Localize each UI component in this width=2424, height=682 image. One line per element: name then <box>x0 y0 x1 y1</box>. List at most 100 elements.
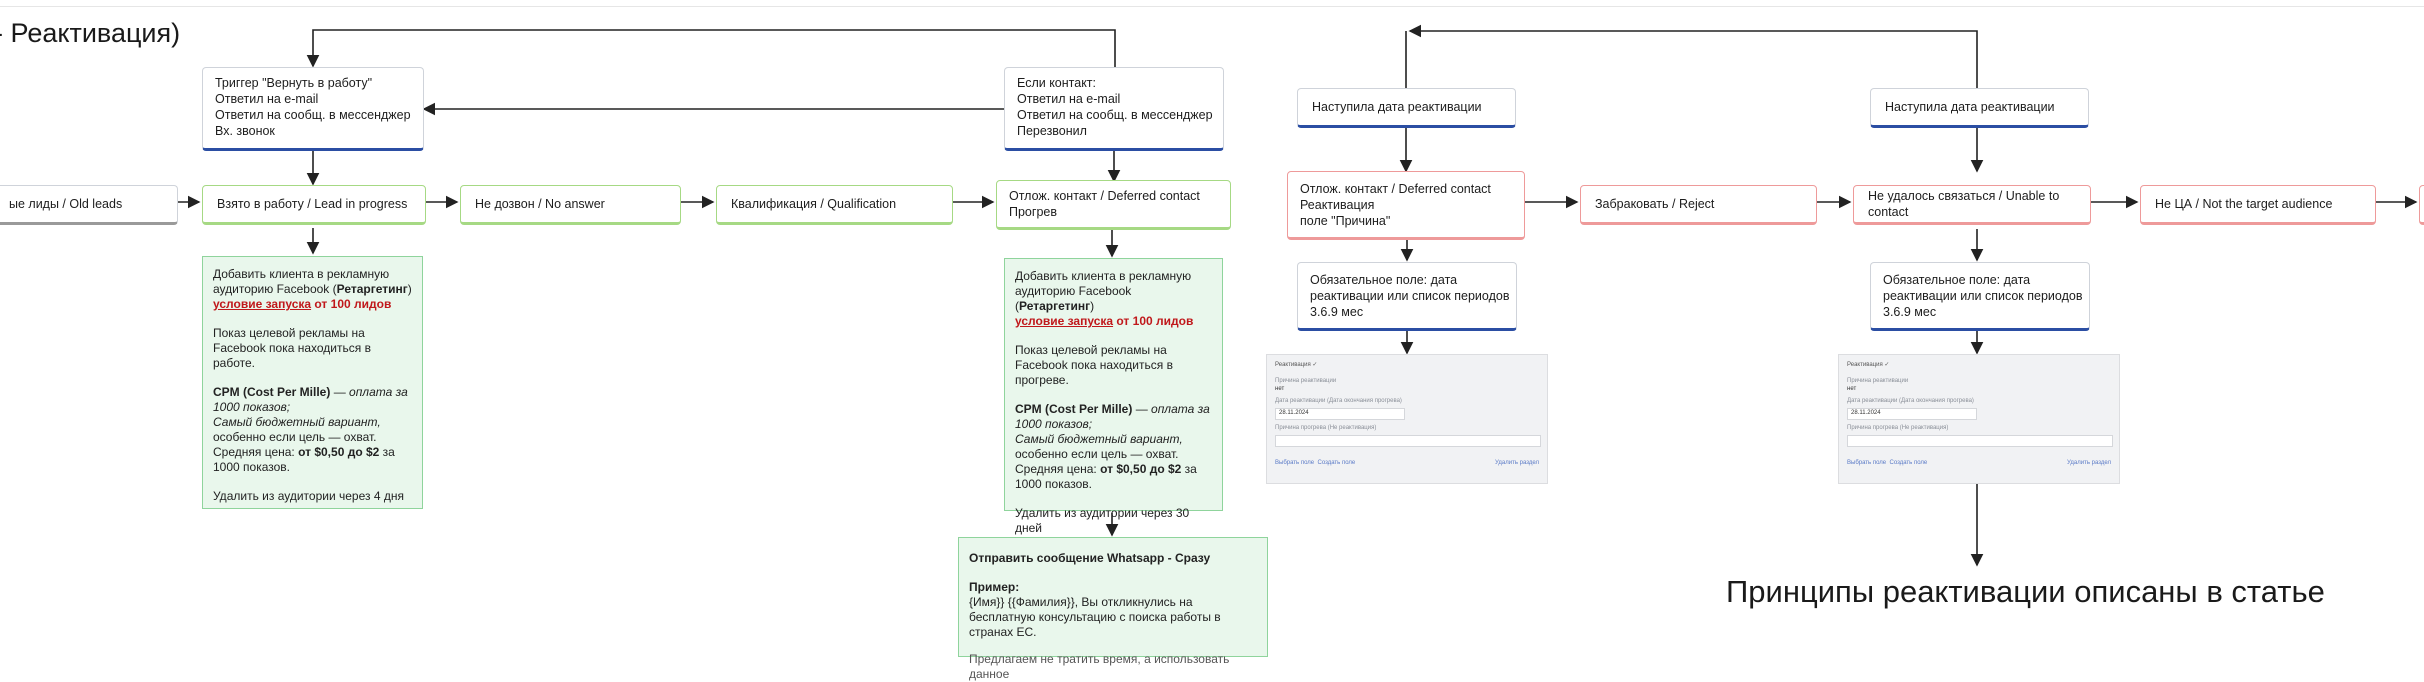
reactivation-date-box[interactable]: Наступила дата реактивации <box>1297 88 1516 128</box>
required-field-box[interactable]: Обязательное поле: дата реактивации или … <box>1297 262 1517 331</box>
note-text: особенно если цель — охват. <box>213 430 377 444</box>
select-field-link[interactable]: Выбрать поле <box>1275 460 1315 466</box>
note-bold: Ретаргетинг <box>1019 299 1091 313</box>
stage-deferred-contact[interactable]: Отлож. контакт / Deferred contact Прогре… <box>996 180 1231 230</box>
note-text: Добавить клиента в рекламную аудиторию F… <box>1015 269 1192 313</box>
required-field-line: Обязательное поле: дата <box>1883 273 2031 287</box>
create-field-link[interactable]: Создать поле <box>1889 460 1928 466</box>
trigger-line: Ответил на сообщ. в мессенджер <box>215 108 411 122</box>
trigger-line: Ответил на e-mail <box>215 92 319 106</box>
stage-label: Отлож. контакт / Deferred contact <box>1009 189 1200 203</box>
trigger-line: Триггер "Вернуть в работу" <box>215 76 373 90</box>
note-text: Удалить из аудитории через 4 дня <box>213 489 404 503</box>
diagram-title: - Реактивация) <box>0 18 181 48</box>
form-label: Причина прогрева (Не реактивация) <box>1275 425 1377 431</box>
stage-unable-to-contact[interactable]: Не удалось связаться / Unable to contact <box>1853 185 2091 225</box>
required-field-box[interactable]: Обязательное поле: дата реактивации или … <box>1870 262 2090 331</box>
whatsapp-heading: Отправить сообщение Whatsapp - Сразу <box>969 551 1211 565</box>
note-text: — <box>1132 402 1152 416</box>
retargeting-note-left[interactable]: Добавить клиента в рекламную аудиторию F… <box>202 256 423 509</box>
stage-lead-in-progress[interactable]: Взято в работу / Lead in progress <box>202 185 426 225</box>
select-field-link[interactable]: Выбрать поле <box>1847 460 1887 466</box>
whatsapp-note[interactable]: Отправить сообщение Whatsapp - Сразу При… <box>958 537 1268 681</box>
reactivation-date-box[interactable]: Наступила дата реактивации <box>1870 88 2089 128</box>
reason-field[interactable] <box>1275 435 1541 447</box>
stage-label: Квалификация / Qualification <box>731 197 897 211</box>
trigger-line: Ответил на сообщ. в мессенджер <box>1017 108 1213 122</box>
trigger-line: Если контакт: <box>1017 76 1097 90</box>
note-italic: оплата за 1000 показов; <box>213 385 408 414</box>
form-screenshot: Реактивация ✓ Причина реактивации нет Да… <box>1266 354 1548 484</box>
note-text: Средняя цена: <box>213 445 299 459</box>
delete-section-link[interactable]: Удалить раздел <box>2067 460 2111 466</box>
form-header: Реактивация ✓ <box>1275 362 1318 368</box>
date-field[interactable]: 28.11.2024 <box>1847 408 1977 420</box>
trigger-line: Перезвонил <box>1017 124 1087 138</box>
form-screenshot: Реактивация ✓ Причина реактивации нет Да… <box>1838 354 2120 484</box>
stage-sublabel: Реактивация <box>1300 198 1375 212</box>
connector <box>1408 24 1978 88</box>
retargeting-note-mid[interactable]: Добавить клиента в рекламную аудиторию F… <box>1004 258 1223 535</box>
note-text: Удалить из аудитории через 30 дней <box>1015 506 1190 535</box>
note-text: Средняя цена: <box>1015 462 1101 476</box>
date-field[interactable]: 28.11.2024 <box>1275 408 1405 420</box>
form-header: Реактивация ✓ <box>1847 362 1890 368</box>
stage-label: Не дозвон / No answer <box>475 197 605 211</box>
reactivation-date-label: Наступила дата реактивации <box>1885 100 2055 114</box>
note-bold: Ретаргетинг <box>336 282 408 296</box>
stage-label: Не ЦА / Not the target audience <box>2155 197 2333 211</box>
trigger-line: Ответил на e-mail <box>1017 92 1121 106</box>
form-value: нет <box>1275 386 1285 392</box>
note-text: особенно если цель — охват. <box>1015 447 1179 461</box>
note-text: ) <box>1090 299 1095 313</box>
stage-offscreen-edge[interactable] <box>2419 185 2424 225</box>
note-text: за 1000 показов. <box>213 445 395 474</box>
note-text: Показ целевой рекламы на Facebook пока н… <box>1015 343 1173 387</box>
form-label: Причина прогрева (Не реактивация) <box>1847 425 1949 431</box>
price-range: от $0,50 до $2 <box>298 445 380 459</box>
note-text: ) <box>407 282 412 296</box>
article-reference: Принципы реактивации описаны в статье <box>1726 574 2325 609</box>
launch-condition-value: от 100 лидов <box>311 297 392 311</box>
price-range: от $0,50 до $2 <box>1100 462 1182 476</box>
stage-sublabel: Прогрев <box>1009 205 1057 219</box>
note-italic: оплата за 1000 показов; <box>1015 402 1210 431</box>
connector-layer <box>178 24 2418 567</box>
delete-section-link[interactable]: Удалить раздел <box>1495 460 1539 466</box>
stage-field-note: поле "Причина" <box>1300 214 1391 228</box>
create-field-link[interactable]: Создать поле <box>1317 460 1356 466</box>
example-label: Пример: <box>969 580 1020 594</box>
trigger-if-contact[interactable]: Если контакт: Ответил на e-mail Ответил … <box>1004 67 1224 151</box>
date-value: 28.11.2024 <box>1851 410 1881 416</box>
cpm-label: CPM (Cost Per Mille) <box>213 385 331 399</box>
form-links: Выбрать поле Создать поле Удалить раздел <box>1275 459 1539 467</box>
note-text: за 1000 показов. <box>1015 462 1197 491</box>
stage-label: Не удалось связаться / Unable to contact <box>1868 189 2060 219</box>
stage-qualification[interactable]: Квалификация / Qualification <box>716 185 953 225</box>
form-label: Дата реактивации (Дата окончания прогрев… <box>1275 398 1402 404</box>
note-text: Показ целевой рекламы на Facebook пока н… <box>213 326 371 370</box>
connector <box>306 29 1116 68</box>
required-field-line: реактивации или список периодов <box>1310 289 1510 303</box>
stage-deferred-reactivation[interactable]: Отлож. контакт / Deferred contact Реакти… <box>1287 171 1525 240</box>
form-links: Выбрать поле Создать поле Удалить раздел <box>1847 459 2111 467</box>
canvas-top-edge <box>0 0 2424 7</box>
stage-label: Отлож. контакт / Deferred contact <box>1300 182 1491 196</box>
example-cut-text: Предлагаем не тратить время, а использов… <box>969 652 1230 681</box>
stage-no-answer[interactable]: Не дозвон / No answer <box>460 185 681 225</box>
trigger-return-to-work[interactable]: Триггер "Вернуть в работу" Ответил на e-… <box>202 67 424 151</box>
cpm-label: CPM (Cost Per Mille) <box>1015 402 1133 416</box>
reason-field[interactable] <box>1847 435 2113 447</box>
stage-reject[interactable]: Забраковать / Reject <box>1580 185 1817 225</box>
required-field-line: Обязательное поле: дата <box>1310 273 1458 287</box>
stage-label: Забраковать / Reject <box>1595 197 1715 211</box>
required-field-line: реактивации или список периодов <box>1883 289 2083 303</box>
reactivation-date-label: Наступила дата реактивации <box>1312 100 1482 114</box>
form-label: Причина реактивации <box>1275 378 1337 384</box>
stage-old-leads[interactable]: ые лиды / Old leads <box>0 185 178 225</box>
date-value: 28.11.2024 <box>1279 410 1309 416</box>
stage-label: Взято в работу / Lead in progress <box>217 197 408 211</box>
form-label: Причина реактивации <box>1847 378 1909 384</box>
stage-not-target-audience[interactable]: Не ЦА / Not the target audience <box>2140 185 2376 225</box>
note-text: Добавить клиента в рекламную аудиторию F… <box>213 267 390 296</box>
